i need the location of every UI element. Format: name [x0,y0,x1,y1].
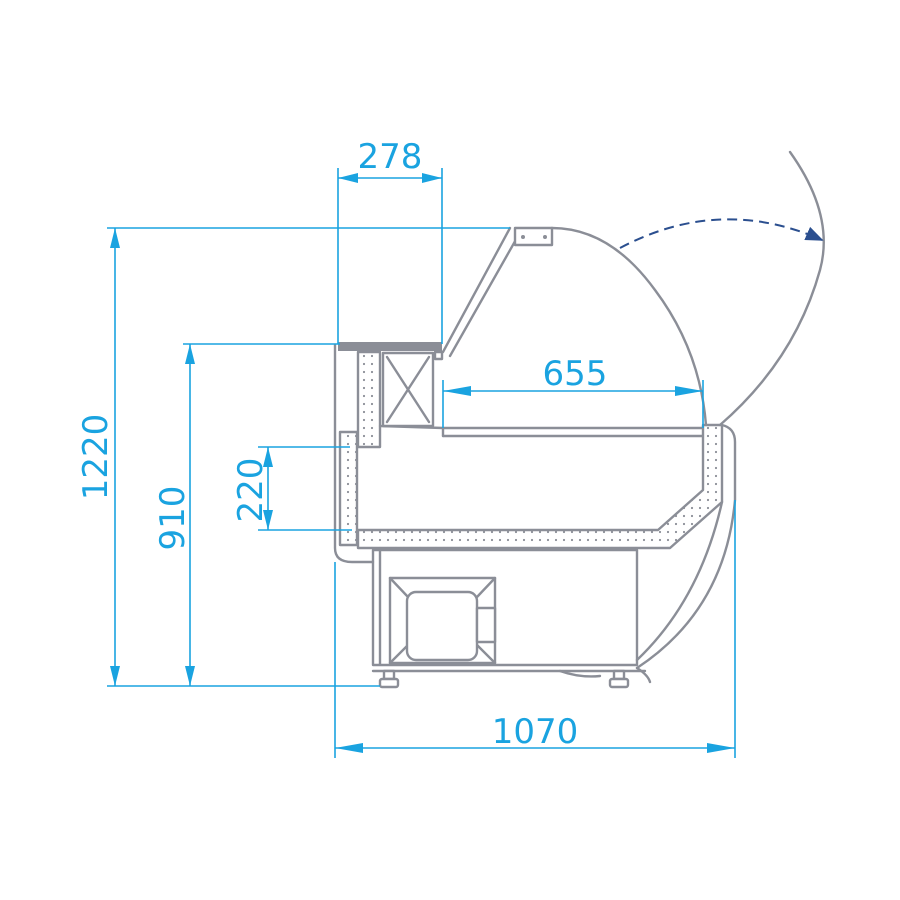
shelf-clip [433,350,444,361]
total-depth-label: 1070 [492,712,579,752]
front-height-label: 220 [231,458,271,523]
dimension-top-shelf: 278 [337,137,443,344]
front-panel [635,423,737,670]
display-depth-label: 655 [543,354,608,394]
top-shelf [338,342,442,351]
foot-rear-icon [378,669,400,689]
display-tub-top [441,426,705,438]
storage-crate-icon [381,351,435,428]
glass-swing-arrow-icon [619,218,824,249]
shelf-support [378,424,445,438]
dimension-total-depth: 1070 [334,500,736,758]
dimension-front-height: 220 [231,446,352,531]
glass-hinge-bracket [513,226,554,247]
back-wall [333,343,375,564]
foot-front-icon [608,669,630,689]
glass-frame [441,226,520,358]
base-cabinet [371,548,647,673]
curved-glass-open [718,150,825,427]
counter-height-label: 910 [153,486,193,551]
total-height-label: 1220 [76,414,116,501]
dimension-display-depth: 655 [442,354,704,428]
rear-insulation [356,350,382,449]
top-shelf-label: 278 [358,137,423,177]
tub-insulation [356,423,724,550]
dimension-total-height: 1220 [76,227,510,687]
front-skirt [635,666,652,684]
compressor-icon [388,576,497,665]
rear-door [338,430,359,547]
counter-outline [333,150,825,689]
drain [558,669,602,678]
dimension-counter-height: 910 [153,343,340,686]
curved-glass-closed [550,226,708,427]
